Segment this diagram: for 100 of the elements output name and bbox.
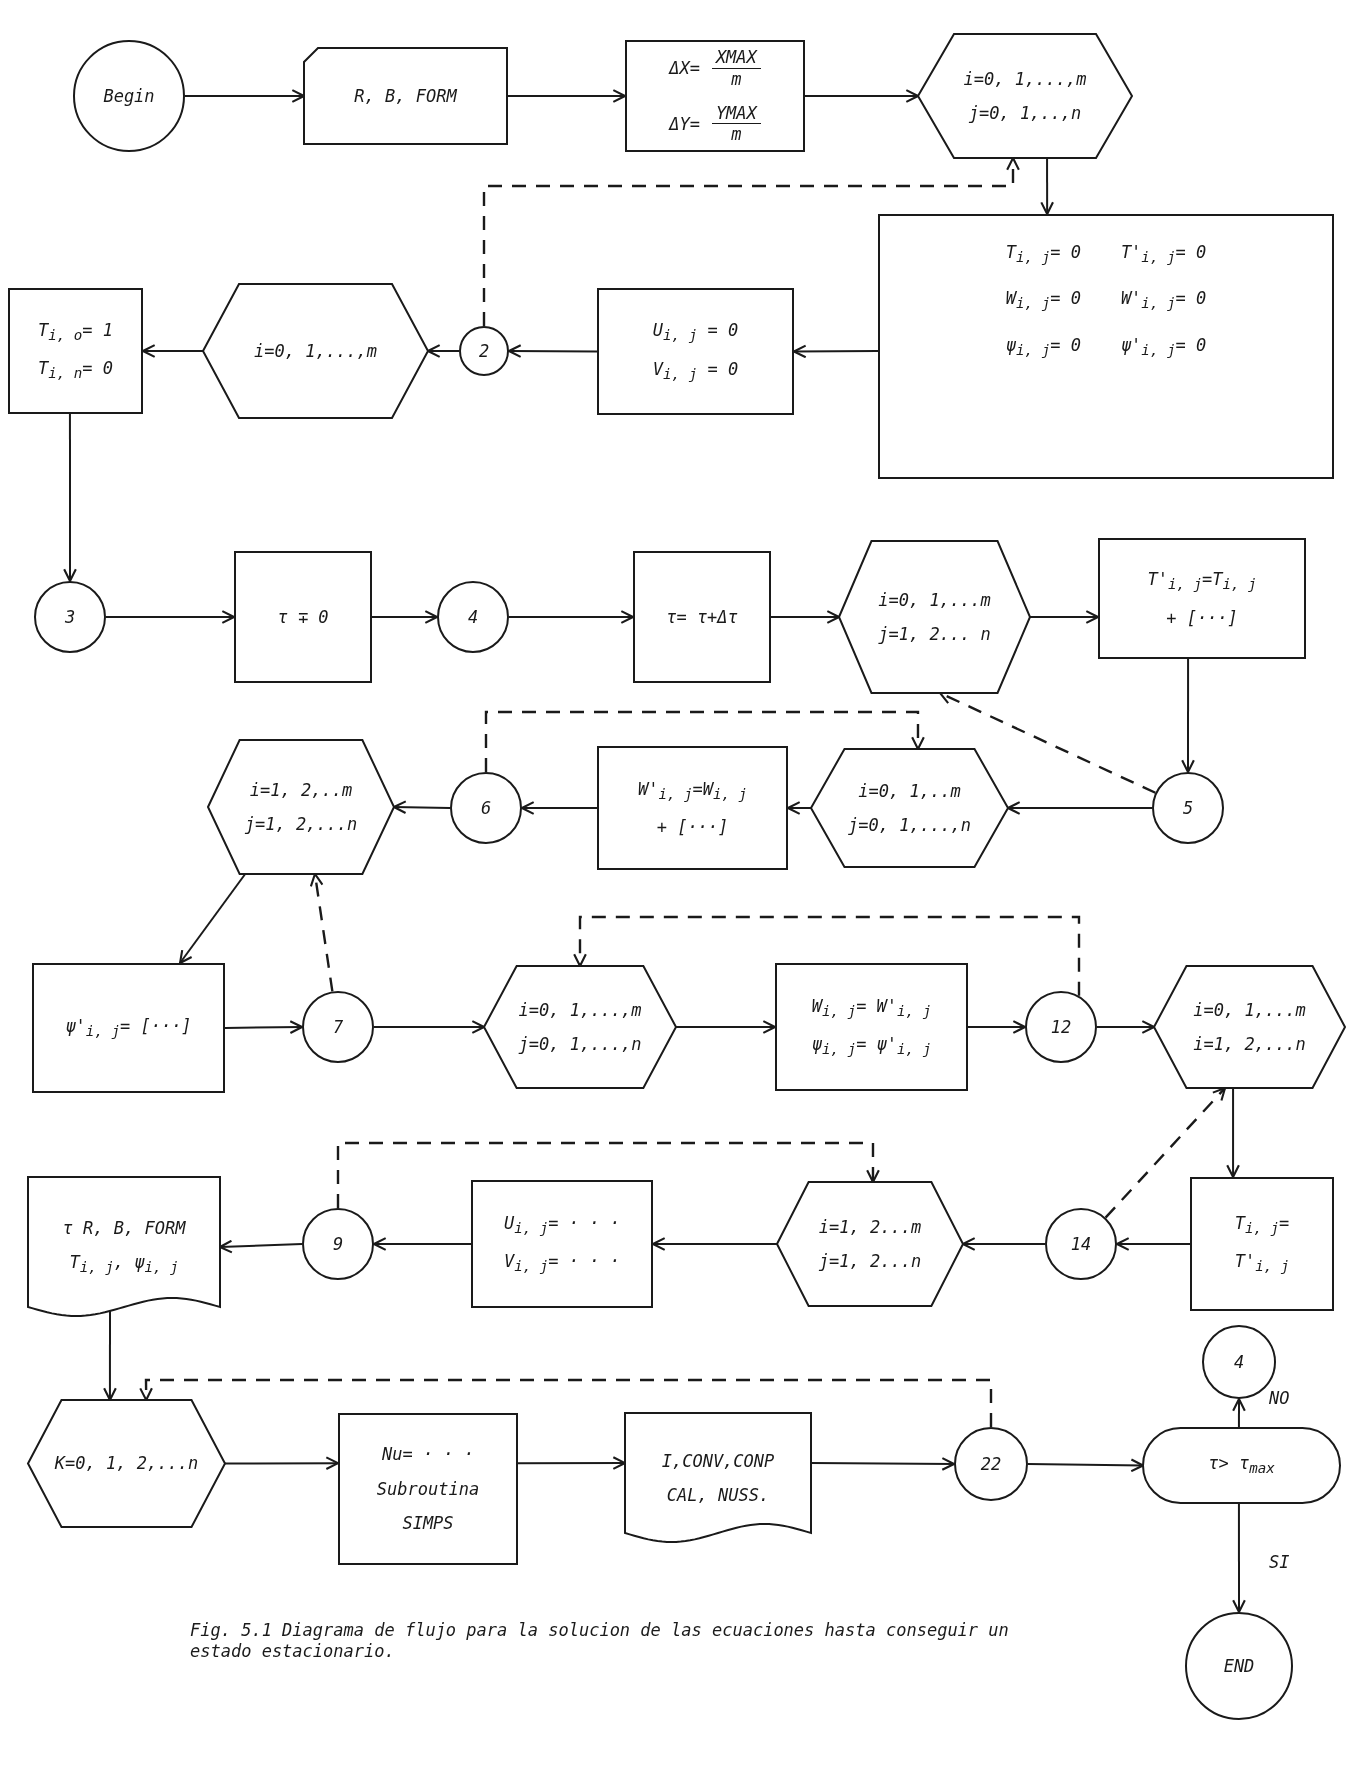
- arrow: [1096, 1020, 1156, 1034]
- process-box: [1098, 538, 1306, 659]
- formula-text: j=0, 1,..,n: [968, 103, 1082, 124]
- arrow: [1040, 157, 1055, 216]
- formula-text: W'$_{i, j}$=W$_{i, j}$: [637, 778, 748, 803]
- formula-text: + [···]: [1166, 607, 1238, 628]
- terminal-label: Begin: [103, 85, 155, 107]
- formula-text: i=1, 2,..m: [249, 779, 353, 800]
- arrow: [63, 413, 77, 583]
- arrow: [1232, 1502, 1246, 1614]
- process-box: [1190, 1177, 1334, 1311]
- arrow: [507, 344, 598, 358]
- formula-text: τ= τ+Δτ: [666, 606, 738, 628]
- connector-number: 4: [1233, 1351, 1245, 1373]
- connector-number: 22: [980, 1453, 1002, 1475]
- arrow: [372, 1237, 472, 1251]
- formula-text: Nu= · · ·: [381, 1444, 475, 1465]
- formula-text: i=0, 1,...,m: [963, 68, 1087, 89]
- formula-text: + [···]: [656, 817, 729, 838]
- formula-text: V$_{i, j}$= · · ·: [504, 1251, 620, 1276]
- arrow: [1006, 801, 1153, 815]
- formula-text: j=1, 2,...n: [244, 814, 358, 835]
- arrow: [961, 1237, 1046, 1251]
- loop-hexagon: [811, 749, 1008, 867]
- arrow: [105, 610, 236, 624]
- arrow: [1226, 1087, 1240, 1179]
- arrow: [224, 1456, 340, 1471]
- loop-hexagon: [28, 1400, 225, 1527]
- formula-text: j=1, 2...n: [818, 1251, 922, 1272]
- arrow: [1029, 610, 1100, 624]
- formula-text: SIMPS: [402, 1513, 454, 1534]
- process-box: [338, 1413, 518, 1565]
- formula-text: U$_{i, j}$ = 0: [652, 320, 739, 345]
- arrow: [1115, 1237, 1191, 1251]
- formula-text: T$_{i, j}$=: [1234, 1212, 1290, 1237]
- formula-text: i=1, 2,...n: [1193, 1034, 1306, 1055]
- connector-number: 5: [1182, 797, 1194, 819]
- connector-number: 4: [467, 606, 479, 628]
- denominator-text: m: [731, 124, 742, 145]
- numerator-text: XMAX: [711, 47, 761, 69]
- arrow: [967, 1020, 1027, 1034]
- formula-text: Subroutina: [376, 1478, 480, 1500]
- formula-text: i=1, 2...m: [818, 1216, 922, 1237]
- connector-number: 9: [332, 1233, 344, 1255]
- process-box: [633, 551, 771, 683]
- loop-hexagon: [208, 740, 394, 874]
- connector-number: 12: [1050, 1016, 1072, 1038]
- formula-text: T$_{i, j}$= 0: [1005, 242, 1081, 267]
- connector-number: 7: [332, 1016, 344, 1038]
- formula-text: R, B, FORM: [354, 85, 457, 107]
- arrow: [508, 610, 635, 624]
- arrow: [179, 873, 247, 965]
- loop-hexagon: [777, 1182, 963, 1306]
- arrow: [371, 610, 439, 624]
- formula-text: W'$_{i, j}$= 0: [1120, 288, 1207, 313]
- formula-text: τ> τ$_{max}$: [1208, 1453, 1275, 1478]
- arrow: [675, 1020, 777, 1034]
- process-box: [8, 288, 143, 414]
- arrow: [520, 801, 598, 815]
- formula-text: j=0, 1,...,n: [518, 1034, 642, 1055]
- loop-hexagon: [484, 966, 676, 1088]
- formula-text: I,CONV,CONP: [661, 1450, 775, 1471]
- arrow: [1232, 1397, 1246, 1429]
- denominator-text: m: [731, 68, 742, 89]
- loop-hexagon: [839, 541, 1030, 693]
- formula-text: ψ'$_{i, j}$= 0: [1120, 334, 1207, 360]
- arrow: [1181, 658, 1195, 774]
- dashed-arrow: [139, 1378, 993, 1427]
- formula-text: i=0, 1,..m: [858, 780, 961, 801]
- arrow: [373, 1020, 486, 1034]
- process-box: [625, 40, 805, 152]
- process-box: [234, 551, 372, 683]
- formula-text: T$_{i, j}$, ψ$_{i, j}$: [69, 1252, 179, 1277]
- dashed-arrow: [336, 1141, 880, 1208]
- formula-text: U$_{i, j}$= · · ·: [504, 1212, 620, 1237]
- connector-number: 3: [64, 606, 76, 628]
- formula-text: i=0, 1,...m: [878, 589, 991, 610]
- formula-text: V$_{i, j}$ = 0: [652, 358, 739, 383]
- arrow: [392, 800, 451, 815]
- arrow: [426, 344, 460, 358]
- terminal-label: END: [1223, 1655, 1255, 1677]
- formula-text: τ R, B, FORM: [62, 1217, 186, 1238]
- formula-text: ΔX=: [669, 57, 700, 79]
- decision-terminal: [1143, 1428, 1340, 1503]
- formula-text: ψ$_{i, j}$= 0: [1005, 334, 1081, 360]
- arrow: [224, 1020, 304, 1035]
- formula-text: CAL, NUSS.: [666, 1485, 770, 1506]
- formula-text: i=0, 1,...,m: [518, 999, 642, 1020]
- formula-text: W$_{i, j}$= 0: [1005, 288, 1081, 313]
- figure-caption: Fig. 5.1 Diagrama de flujo para la solucion de las ecuaciones hasta conseguir un estado estacionario.: [190, 1620, 1010, 1663]
- process-box: [32, 963, 225, 1093]
- process-box: [878, 214, 1334, 479]
- numerator-text: YMAX: [711, 103, 761, 125]
- loop-hexagon: [1154, 966, 1345, 1088]
- process-box: [597, 288, 794, 415]
- arrow: [770, 610, 841, 624]
- input-card: [304, 48, 507, 144]
- loop-hexagon: [203, 284, 428, 418]
- arrow: [804, 89, 920, 103]
- arrow: [103, 1310, 117, 1402]
